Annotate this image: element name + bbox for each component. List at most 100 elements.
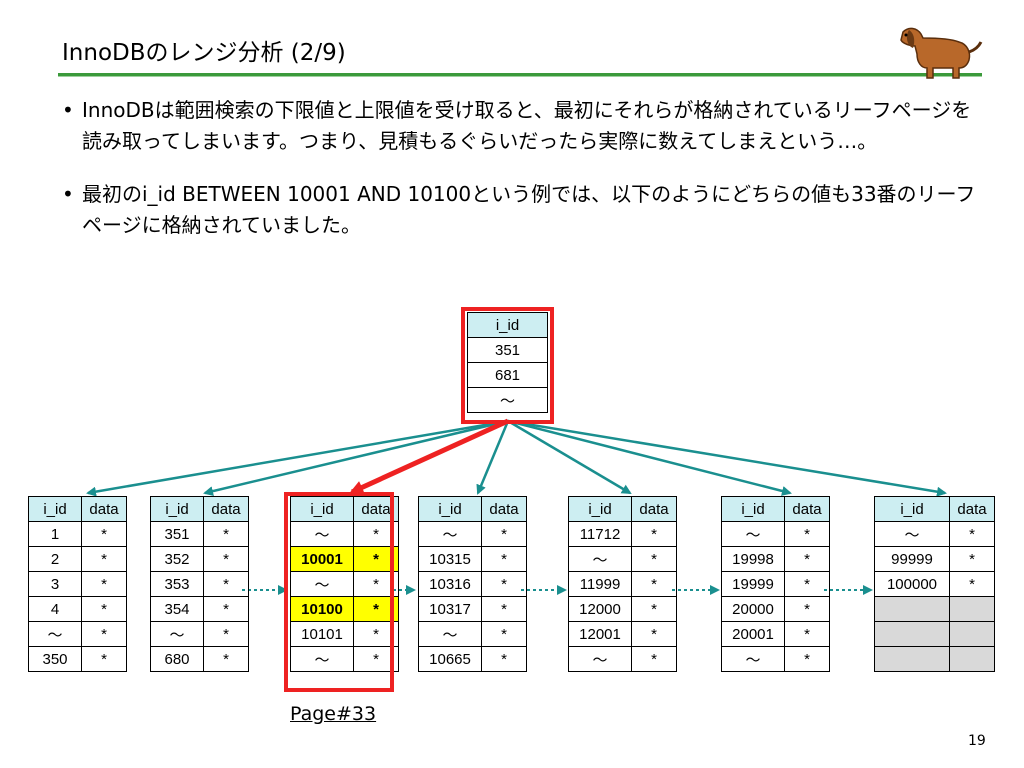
leaf-id-cell: 10665 <box>418 646 482 672</box>
bullet-marker: • <box>62 98 74 122</box>
leaf-data-cell: * <box>481 621 527 647</box>
leaf-row: 10317* <box>418 596 527 622</box>
leaf-id-cell: 351 <box>150 521 204 547</box>
leaf-id-cell: 3 <box>28 571 82 597</box>
leaf-header-id: i_id <box>568 496 632 522</box>
leaf-data-cell <box>949 596 995 622</box>
leaf-header-id: i_id <box>290 496 354 522</box>
root-cell: 351 <box>467 337 548 363</box>
bullet-item-2: • 最初のi_id BETWEEN 10001 AND 10100という例では、… <box>62 179 982 241</box>
leaf-data-cell: * <box>631 621 677 647</box>
root-node-table: i_id 351 681 ～ <box>467 312 548 413</box>
leaf-id-cell: 19999 <box>721 571 785 597</box>
leaf-row: 10665* <box>418 646 527 672</box>
leaf-id-cell: 10101 <box>290 621 354 647</box>
root-highlight-box <box>461 307 554 424</box>
leaf-id-cell: 1 <box>28 521 82 547</box>
leaf-id-cell: 99999 <box>874 546 950 572</box>
leaf-id-cell: ～ <box>150 621 204 647</box>
bullet-text-1: InnoDBは範囲検索の下限値と上限値を受け取ると、最初にそれらが格納されている… <box>82 98 972 153</box>
leaf-data-cell: * <box>81 596 127 622</box>
leaf-id-cell: 20001 <box>721 621 785 647</box>
leaf-id-cell: ～ <box>290 646 354 672</box>
page-number: 19 <box>968 733 986 749</box>
leaf-row: ～* <box>28 621 127 647</box>
leaf-id-cell: ～ <box>568 546 632 572</box>
leaf-data-cell: * <box>81 571 127 597</box>
slide-title: InnoDBのレンジ分析 (2/9) <box>62 40 346 66</box>
page33-highlight-box <box>284 492 394 692</box>
leaf-row: ～* <box>721 646 830 672</box>
leaf-data-cell <box>949 621 995 647</box>
leaf-row: 10316* <box>418 571 527 597</box>
leaf-data-cell: * <box>784 521 830 547</box>
leaf-id-cell: 10316 <box>418 571 482 597</box>
leaf-data-cell: * <box>81 621 127 647</box>
leaf-data-cell: * <box>784 546 830 572</box>
leaf-row: 11712* <box>568 521 677 547</box>
leaf-data-cell: * <box>949 571 995 597</box>
leaf-data-cell: * <box>784 621 830 647</box>
leaf-data-cell: * <box>631 646 677 672</box>
leaf-header-id: i_id <box>150 496 204 522</box>
leaf-row: 4* <box>28 596 127 622</box>
leaf-row: 2* <box>28 546 127 572</box>
pointer-arrow <box>86 419 509 497</box>
leaf-row: 19998* <box>721 546 830 572</box>
leaf-data-cell: * <box>631 571 677 597</box>
leaf-data-cell: * <box>784 646 830 672</box>
dachshund-logo-icon <box>900 27 983 79</box>
leaf-data-cell: * <box>631 546 677 572</box>
leaf-data-cell: * <box>203 596 249 622</box>
leaf-data-cell: * <box>203 571 249 597</box>
highlight-pointer-arrow <box>349 418 510 495</box>
leaf-data-cell: * <box>481 521 527 547</box>
leaf-id-cell: 20000 <box>721 596 785 622</box>
leaf-id-cell: 100000 <box>874 571 950 597</box>
leaf-row: ～* <box>418 621 527 647</box>
leaf-row: 3* <box>28 571 127 597</box>
leaf-data-cell <box>949 646 995 672</box>
leaf-row: 10001* <box>290 546 399 572</box>
pointer-arrow <box>476 420 510 495</box>
leaf-data-cell: * <box>949 546 995 572</box>
leaf-row: 10101* <box>290 621 399 647</box>
leaf-data-cell: * <box>203 621 249 647</box>
bullet-text-2: 最初のi_id BETWEEN 10001 AND 10100という例では、以下… <box>82 182 976 237</box>
leaf-row <box>874 621 995 647</box>
leaf-id-cell: 352 <box>150 546 204 572</box>
leaf-id-cell: 12000 <box>568 596 632 622</box>
leaf-id-cell: 19998 <box>721 546 785 572</box>
leaf-row <box>874 596 995 622</box>
leaf-row: 11999* <box>568 571 677 597</box>
leaf-data-cell: * <box>784 571 830 597</box>
leaf-row: ～* <box>418 521 527 547</box>
leaf-id-cell: 12001 <box>568 621 632 647</box>
leaf-row <box>874 646 995 672</box>
bullet-list: • InnoDBは範囲検索の下限値と上限値を受け取ると、最初にそれらが格納されて… <box>62 95 982 263</box>
leaf-data-cell: * <box>481 596 527 622</box>
leaf-data-cell: * <box>203 521 249 547</box>
leaf-row: 100000* <box>874 571 995 597</box>
leaf-data-cell: * <box>784 596 830 622</box>
leaf-header-data: data <box>203 496 249 522</box>
leaf-row: 12001* <box>568 621 677 647</box>
leaf-row: 351* <box>150 521 249 547</box>
leaf-id-cell: ～ <box>721 521 785 547</box>
root-cell: ～ <box>467 387 548 413</box>
leaf-row: ～* <box>150 621 249 647</box>
leaf-row: 680* <box>150 646 249 672</box>
leaf-id-cell: ～ <box>874 521 950 547</box>
leaf-id-cell: ～ <box>568 646 632 672</box>
leaf-row: 19999* <box>721 571 830 597</box>
root-header: i_id <box>467 312 548 338</box>
page-label: Page#33 <box>290 703 377 725</box>
leaf-id-cell <box>874 646 950 672</box>
leaf-data-cell: * <box>481 571 527 597</box>
